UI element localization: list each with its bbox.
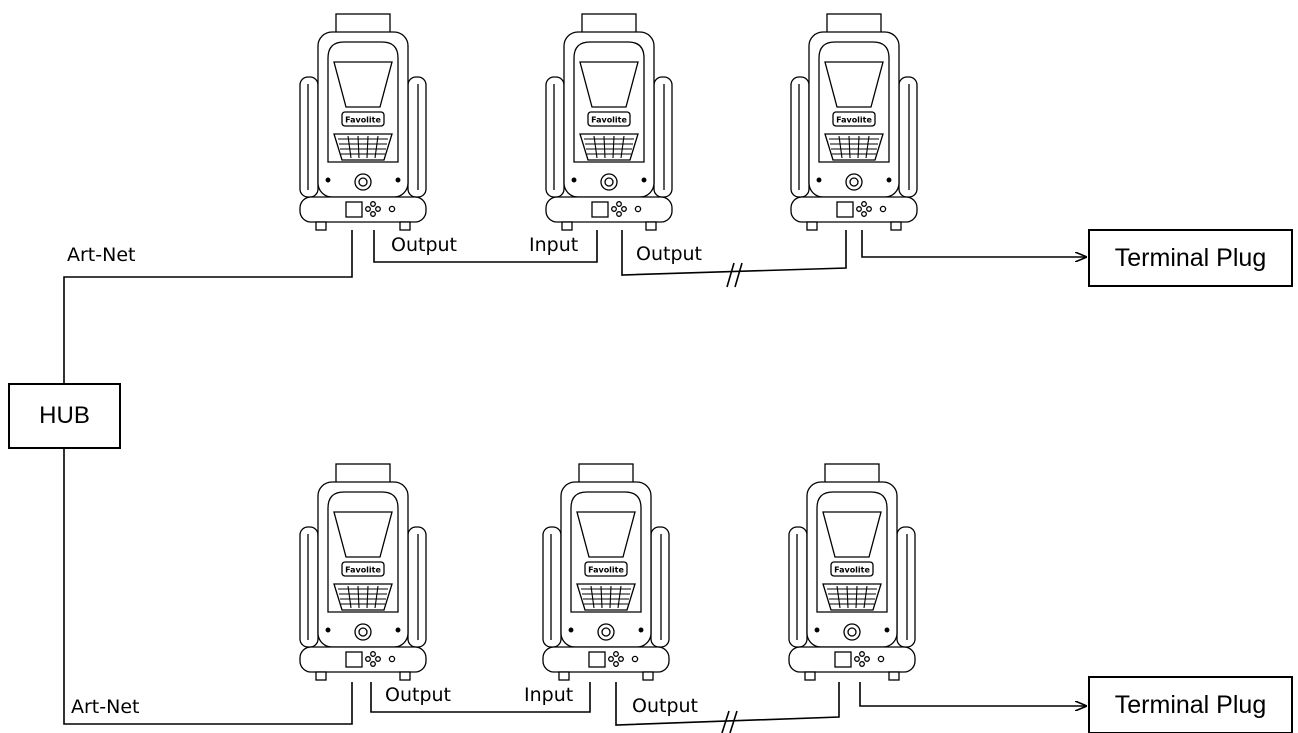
output-label: Output bbox=[391, 234, 457, 256]
moving-head-fixture bbox=[788, 463, 916, 681]
break-mark-row1 bbox=[726, 262, 743, 288]
art-net-cable-row2 bbox=[63, 449, 353, 725]
input-label: Input bbox=[529, 234, 579, 256]
link-cable-row1-b bbox=[621, 230, 847, 276]
moving-head-fixture bbox=[299, 13, 427, 231]
moving-head-fixture bbox=[545, 13, 673, 231]
break-mark-row2 bbox=[721, 710, 738, 733]
output-label: Output bbox=[632, 695, 698, 717]
art-net-label: Art-Net bbox=[67, 244, 136, 266]
moving-head-fixture bbox=[299, 463, 427, 681]
terminal-cable-row1 bbox=[861, 230, 1086, 257]
link-cable-row2-b bbox=[615, 682, 840, 726]
hub-box: HUB bbox=[8, 383, 121, 449]
terminal-plug-label: Terminal Plug bbox=[1114, 243, 1267, 272]
input-label: Input bbox=[524, 684, 574, 706]
output-label: Output bbox=[385, 684, 451, 706]
terminal-plug-label: Terminal Plug bbox=[1114, 690, 1267, 719]
link-cable-row1-a bbox=[373, 230, 598, 263]
hub-label: HUB bbox=[39, 402, 90, 429]
link-cable-row2-a bbox=[370, 682, 591, 713]
moving-head-fixture bbox=[542, 463, 670, 681]
terminal-plug-box: Terminal Plug bbox=[1088, 229, 1293, 287]
art-net-cable-row1 bbox=[63, 230, 353, 383]
output-label: Output bbox=[636, 243, 702, 265]
art-net-label: Art-Net bbox=[71, 696, 140, 718]
terminal-cable-row2 bbox=[859, 682, 1086, 706]
moving-head-fixture bbox=[790, 13, 918, 231]
terminal-plug-box: Terminal Plug bbox=[1088, 676, 1293, 733]
